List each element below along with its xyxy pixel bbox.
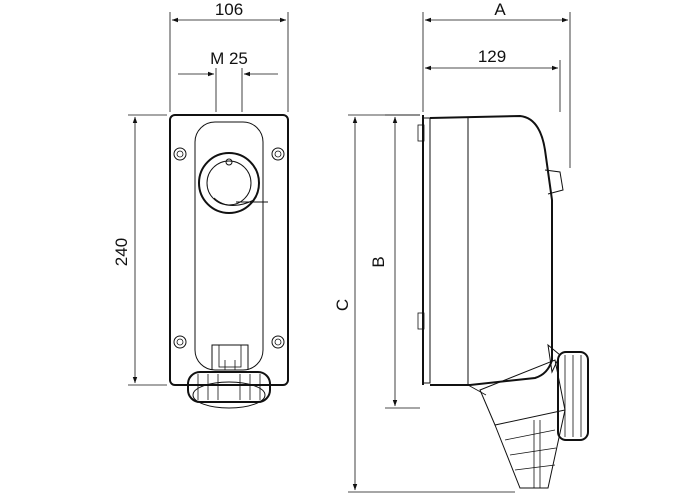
side-housing-body [429, 114, 553, 386]
dim-height-total: C [333, 299, 352, 311]
side-view [417, 114, 589, 489]
socket-lid [211, 344, 249, 370]
screw-hole-top-left [173, 147, 187, 161]
front-view [169, 114, 289, 409]
side-dimensions: A 129 B C [333, 0, 571, 493]
front-housing-outline [194, 121, 264, 371]
front-dimensions: 106 M 25 240 [112, 0, 289, 386]
screw-hole-bottom-left [173, 335, 187, 349]
dim-cable-gland: M 25 [210, 49, 248, 68]
dim-depth-total: A [494, 0, 506, 19]
dim-height-front: 240 [112, 238, 131, 266]
rotary-switch [198, 152, 268, 214]
front-mounting-plate [169, 114, 289, 386]
screw-hole-bottom-right [271, 335, 285, 349]
screw-hole-top-right [271, 147, 285, 161]
side-switch-knob [544, 169, 564, 195]
dim-width-front: 106 [215, 0, 243, 19]
dim-height-body: B [369, 256, 388, 267]
socket-ring [187, 371, 271, 409]
side-socket [479, 343, 589, 489]
dim-depth-body: 129 [478, 47, 506, 66]
